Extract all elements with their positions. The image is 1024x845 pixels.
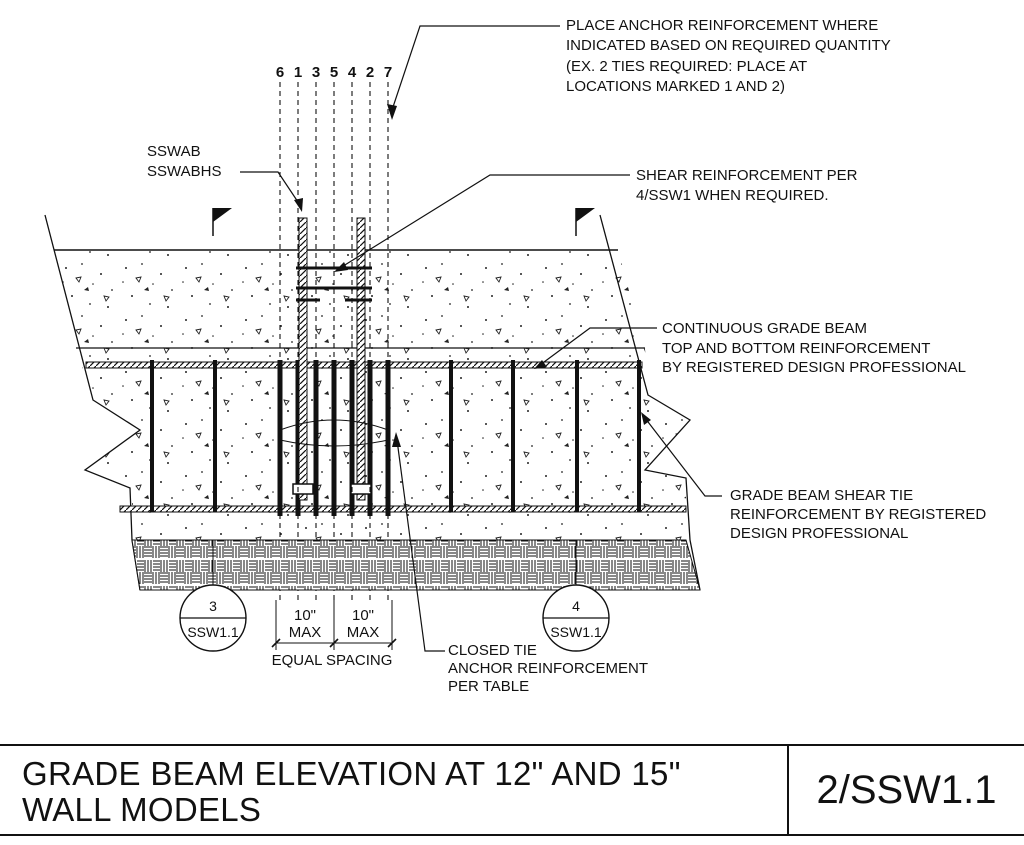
svg-text:BY REGISTERED DESIGN PROFESSIO: BY REGISTERED DESIGN PROFESSIONAL xyxy=(662,359,966,376)
dimension-left-max: MAX xyxy=(289,624,322,641)
sheet-reference: 2/SSW1.1 xyxy=(816,767,997,812)
grade-beam-concrete xyxy=(76,348,690,540)
dimension-left-value: 10" xyxy=(294,607,316,624)
dimension-right-max: MAX xyxy=(347,624,380,641)
svg-text:SSWAB: SSWAB xyxy=(147,143,201,160)
position-number: 6 xyxy=(276,64,284,81)
position-number: 2 xyxy=(366,64,374,81)
svg-text:TOP AND BOTTOM REINFORCEMENT: TOP AND BOTTOM REINFORCEMENT xyxy=(662,340,930,357)
leader-arrowheads xyxy=(294,104,651,447)
svg-text:PER TABLE: PER TABLE xyxy=(448,678,529,695)
svg-text:DESIGN PROFESSIONAL: DESIGN PROFESSIONAL xyxy=(730,525,908,542)
elevation-marker-right xyxy=(575,208,595,236)
svg-text:SHEAR REINFORCEMENT PER: SHEAR REINFORCEMENT PER xyxy=(636,167,858,184)
position-number: 1 xyxy=(294,64,302,81)
grade-beam-elevation-drawing: 6 1 3 5 4 2 7 PLACE ANCHOR REINFORCEMENT… xyxy=(44,17,986,695)
svg-text:SSW1.1: SSW1.1 xyxy=(550,624,602,640)
svg-text:4: 4 xyxy=(572,598,580,614)
position-number: 3 xyxy=(312,64,320,81)
position-number: 7 xyxy=(384,64,392,81)
svg-text:PLACE ANCHOR REINFORCEMENT WHE: PLACE ANCHOR REINFORCEMENT WHERE xyxy=(566,17,878,34)
position-number: 5 xyxy=(330,64,338,81)
closed-tie-note: CLOSED TIE ANCHOR REINFORCEMENT PER TABL… xyxy=(448,642,648,695)
svg-text:REINFORCEMENT BY REGISTERED: REINFORCEMENT BY REGISTERED xyxy=(730,506,986,523)
bolt-note: SSWAB SSWABHS xyxy=(147,143,221,180)
title-block-divider xyxy=(787,746,789,834)
grade-beam-tie-note: GRADE BEAM SHEAR TIE REINFORCEMENT BY RE… xyxy=(730,487,986,542)
anchor-bolt-right xyxy=(350,217,372,501)
svg-text:LOCATIONS MARKED 1 AND 2): LOCATIONS MARKED 1 AND 2) xyxy=(566,78,785,95)
grade-beam-shear-ties xyxy=(150,360,641,512)
drawing-title-line-2: WALL MODELS xyxy=(22,791,262,828)
anchor-bolt-left xyxy=(292,217,314,501)
svg-text:4/SSW1 WHEN REQUIRED.: 4/SSW1 WHEN REQUIRED. xyxy=(636,187,829,204)
compacted-soil xyxy=(131,539,701,591)
bottom-longitudinal-rebar xyxy=(119,505,687,513)
elevation-marker-left xyxy=(212,208,232,236)
svg-text:GRADE BEAM SHEAR TIE: GRADE BEAM SHEAR TIE xyxy=(730,487,913,504)
svg-text:INDICATED BASED ON REQUIRED QU: INDICATED BASED ON REQUIRED QUANTITY xyxy=(566,37,891,54)
leader-lines xyxy=(240,25,722,652)
svg-text:CLOSED TIE: CLOSED TIE xyxy=(448,642,537,659)
shear-note: SHEAR REINFORCEMENT PER 4/SSW1 WHEN REQU… xyxy=(636,167,858,204)
spacing-dimensions xyxy=(271,600,397,650)
equal-spacing-label: EQUAL SPACING xyxy=(272,652,393,669)
svg-text:CONTINUOUS GRADE BEAM: CONTINUOUS GRADE BEAM xyxy=(662,320,867,337)
anchor-tie-ellipse xyxy=(279,419,389,431)
anchor-note: PLACE ANCHOR REINFORCEMENT WHERE INDICAT… xyxy=(566,17,891,95)
section-ref-bubble-4: 4 SSW1.1 xyxy=(542,540,610,652)
right-break-line xyxy=(599,214,701,591)
drawing-title-line-1: GRADE BEAM ELEVATION AT 12" AND 15" xyxy=(22,755,681,792)
section-ref-bubble-3: 3 SSW1.1 xyxy=(179,540,247,652)
svg-text:(EX. 2 TIES REQUIRED: PLACE AT: (EX. 2 TIES REQUIRED: PLACE AT xyxy=(566,58,807,75)
svg-text:SSW1.1: SSW1.1 xyxy=(187,624,239,640)
drawing-title: GRADE BEAM ELEVATION AT 12" AND 15" WALL… xyxy=(22,756,681,828)
title-block: GRADE BEAM ELEVATION AT 12" AND 15" WALL… xyxy=(0,744,1024,836)
svg-text:3: 3 xyxy=(209,598,217,614)
continuous-reinforcement-note: CONTINUOUS GRADE BEAM TOP AND BOTTOM REI… xyxy=(662,320,966,376)
position-numbers: 6 1 3 5 4 2 7 xyxy=(276,64,392,81)
svg-text:ANCHOR REINFORCEMENT: ANCHOR REINFORCEMENT xyxy=(448,660,648,677)
svg-text:SSWABHS: SSWABHS xyxy=(147,163,221,180)
dimension-right-value: 10" xyxy=(352,607,374,624)
position-number: 4 xyxy=(348,64,357,81)
